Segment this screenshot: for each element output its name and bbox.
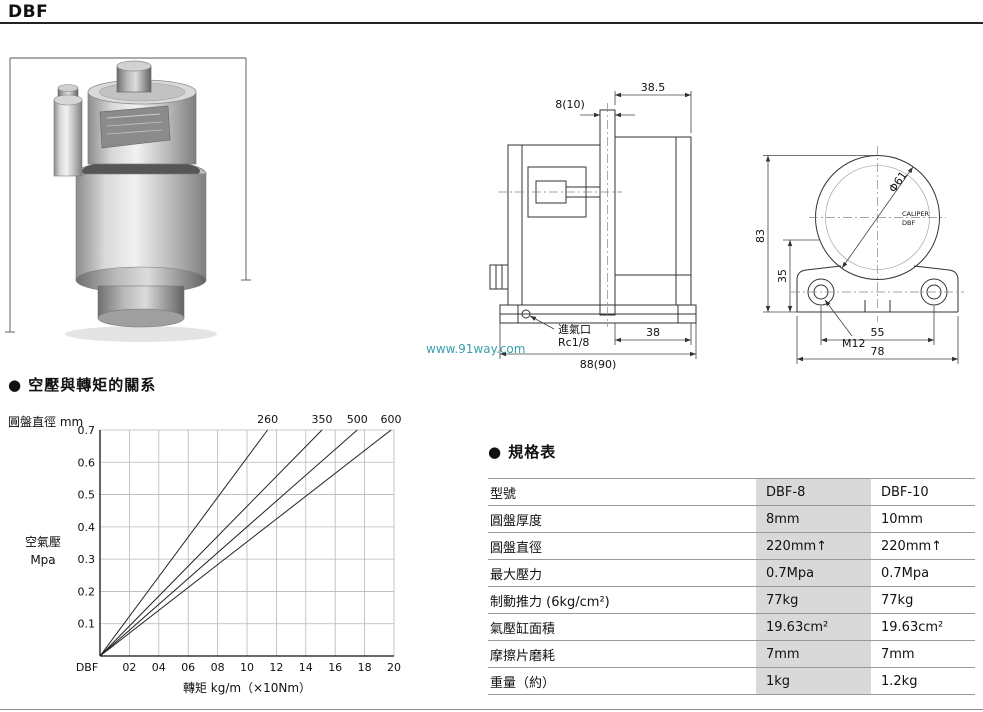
dim-disc-thickness-label: 8(10)	[555, 98, 585, 111]
page-title: DBF	[8, 2, 49, 22]
chart-diameter-axis-label: 圓盤直徑 mm	[8, 415, 84, 429]
y-axis-label-line: 空氣壓	[24, 535, 61, 549]
row-value-dbf8: 19.63cm²	[756, 613, 871, 641]
col-header-dbf10: DBF-10	[871, 478, 975, 506]
svg-text:0.3: 0.3	[78, 553, 96, 566]
row-value-dbf10: 7mm	[871, 640, 975, 668]
spec-table-title: ● 規格表	[488, 443, 557, 461]
row-label: 圓盤直徑	[488, 532, 756, 560]
svg-text:20: 20	[387, 661, 401, 674]
caliper-section-outline	[489, 109, 697, 324]
front-view-dimension-lines	[763, 155, 959, 364]
dim-total-width-label: 88(90)	[580, 358, 617, 371]
row-value-dbf8: 220mm↑	[756, 532, 871, 560]
table-row: 摩擦片磨耗 7mm 7mm	[488, 640, 975, 668]
table-row: 圓盤直徑 220mm↑ 220mm↑	[488, 532, 975, 560]
svg-text:06: 06	[181, 661, 195, 674]
row-value-dbf8: 7mm	[756, 640, 871, 668]
row-label: 圓盤厚度	[488, 505, 756, 533]
engraving-dbf-label: DBF	[902, 219, 915, 227]
row-value-dbf10: 10mm	[871, 505, 975, 533]
col-header-model: 型號	[488, 478, 756, 506]
svg-text:0.7: 0.7	[78, 424, 96, 437]
row-value-dbf8: 0.7Mpa	[756, 559, 871, 587]
thread-size-label: M12	[842, 337, 866, 350]
row-value-dbf8: 1kg	[756, 667, 871, 695]
engraving-caliper-label: CALIPER	[902, 210, 930, 218]
col-header-dbf8: DBF-8	[756, 478, 871, 506]
table-row: 重量（約） 1kg 1.2kg	[488, 667, 975, 695]
dim-height-label: 83	[755, 229, 767, 243]
svg-text:0.4: 0.4	[78, 521, 96, 534]
svg-text:0.2: 0.2	[78, 585, 96, 598]
side-view-dimension-lines	[499, 91, 697, 359]
chart-section-title: ● 空壓與轉矩的關系	[8, 376, 157, 394]
dim-hole-spacing-label: 55	[871, 326, 885, 339]
row-value-dbf8: 8mm	[756, 505, 871, 533]
svg-text:12: 12	[269, 661, 283, 674]
spec-section: ● 規格表 型號 DBF-8 DBF-10 圓盤厚度 8mm 10mm 圓盤直徑…	[488, 441, 975, 695]
y-axis-label-line: Mpa	[30, 553, 56, 567]
dim-right-width-label: 38	[646, 326, 660, 339]
front-view-drawing: Φ61 CALIPER DBF 83 35 M12 55 78	[755, 146, 964, 364]
svg-text:DBF: DBF	[76, 661, 98, 674]
watermark: www.91way.com	[426, 342, 526, 356]
svg-text:350: 350	[311, 413, 332, 426]
svg-text:600: 600	[381, 413, 402, 426]
svg-text:260: 260	[257, 413, 278, 426]
row-value-dbf10: 220mm↑	[871, 532, 975, 560]
svg-text:18: 18	[358, 661, 372, 674]
row-value-dbf10: 0.7Mpa	[871, 559, 975, 587]
svg-text:08: 08	[211, 661, 225, 674]
row-value-dbf10: 77kg	[871, 586, 975, 614]
row-value-dbf8: 77kg	[756, 586, 871, 614]
row-label: 制動推力 (6kg/cm²)	[488, 586, 756, 614]
dim-hole-height-label: 35	[776, 269, 789, 283]
photo-dimension-lines	[5, 57, 251, 333]
table-row: 圓盤厚度 8mm 10mm	[488, 505, 975, 533]
air-inlet-thread-label: Rc1/8	[558, 336, 589, 349]
svg-text:0.5: 0.5	[78, 489, 96, 502]
svg-text:轉矩 kg/m（×10Nm）: 轉矩 kg/m（×10Nm）	[183, 681, 311, 695]
svg-text:02: 02	[122, 661, 136, 674]
svg-text:04: 04	[152, 661, 166, 674]
front-view-centerlines	[791, 146, 964, 322]
dim-top-width-label: 38.5	[641, 81, 666, 94]
side-view-centerlines	[498, 103, 622, 327]
svg-text:0.1: 0.1	[78, 618, 96, 631]
row-label: 氣壓缸面積	[488, 613, 756, 641]
top-divider	[0, 22, 983, 24]
row-label: 最大壓力	[488, 559, 756, 587]
table-row: 最大壓力 0.7Mpa 0.7Mpa	[488, 559, 975, 587]
dim-base-width-label: 78	[871, 345, 885, 358]
row-value-dbf10: 1.2kg	[871, 667, 975, 695]
chart-y-axis-label: 空氣壓 Mpa	[16, 533, 70, 569]
svg-text:0.6: 0.6	[78, 456, 96, 469]
bottom-divider	[0, 709, 983, 710]
table-header-row: 型號 DBF-8 DBF-10	[488, 478, 975, 506]
side-view-drawing: 38.5 8(10) 進氣口 Rc1/8 38 88(90)	[489, 81, 697, 371]
row-label: 摩擦片磨耗	[488, 640, 756, 668]
svg-text:500: 500	[347, 413, 368, 426]
svg-text:16: 16	[328, 661, 342, 674]
dim-cylinder-diameter-label: Φ61	[886, 169, 910, 195]
svg-text:10: 10	[240, 661, 254, 674]
pressure-torque-chart: 02 04 06 08 10 12 14 16 18 20 0.1 0.2 0.3 0.4 0.5 0.6 0.…	[76, 413, 402, 695]
row-label: 重量（約）	[488, 667, 756, 695]
table-row: 制動推力 (6kg/cm²) 77kg 77kg	[488, 586, 975, 614]
spec-table: 型號 DBF-8 DBF-10 圓盤厚度 8mm 10mm 圓盤直徑 220mm…	[488, 478, 975, 695]
product-photo	[5, 57, 251, 342]
table-row: 氣壓缸面積 19.63cm² 19.63cm²	[488, 613, 975, 641]
row-value-dbf10: 19.63cm²	[871, 613, 975, 641]
svg-text:14: 14	[299, 661, 313, 674]
air-inlet-label: 進氣口	[558, 322, 591, 336]
caliper-photo-illustration	[53, 60, 217, 342]
